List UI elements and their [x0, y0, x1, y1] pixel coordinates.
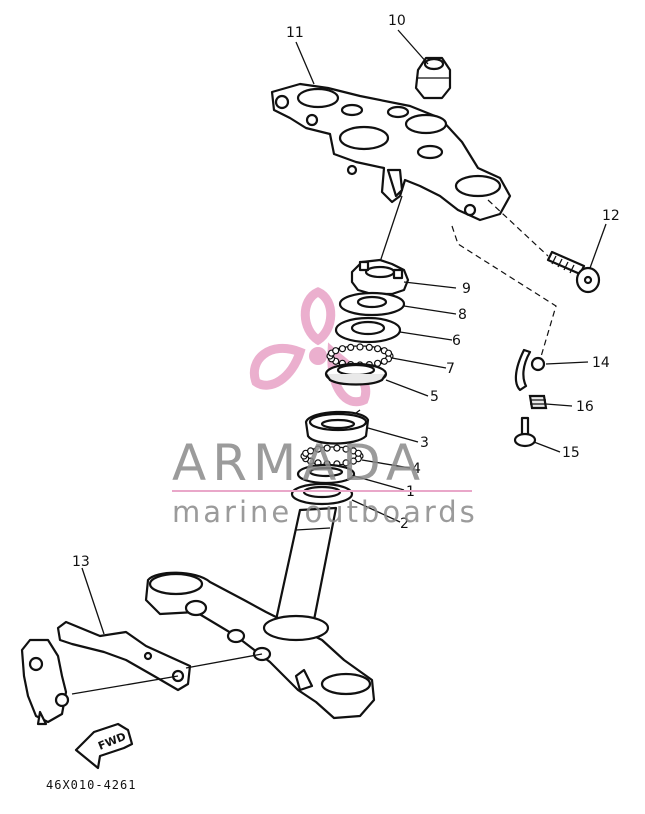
bearing-ball [342, 459, 350, 467]
bearing-ball [307, 447, 315, 455]
assembly-line-plate-right [185, 653, 263, 669]
lower-race-part [304, 410, 370, 445]
callout-3: 3 [420, 435, 429, 451]
callout-9: 9 [462, 281, 471, 297]
lower-ball-bearing-part [300, 444, 364, 468]
bearing-cover-part [334, 316, 402, 344]
callout-4: 4 [412, 461, 421, 477]
callout-12: 12 [602, 208, 620, 224]
spring-part [528, 394, 548, 410]
callout-6: 6 [452, 333, 461, 349]
screw-part [513, 416, 537, 448]
dust-seal-part [296, 463, 356, 485]
watermark-brand: ARMADA [172, 434, 426, 492]
pinch-bolt-part [546, 250, 601, 294]
watermark-rule [172, 490, 472, 492]
bearing-ball [333, 444, 341, 452]
bearing-ball [374, 345, 382, 353]
upper-race-part [324, 362, 388, 386]
callout-14: 14 [592, 355, 610, 371]
assembly-line-clamp [451, 225, 557, 361]
assembly-line-plate [71, 675, 179, 695]
bearing-ball [365, 343, 373, 351]
callout-2: 2 [400, 516, 409, 532]
bearing-ball [332, 347, 340, 355]
bearing-ball [342, 445, 350, 453]
bearing-ball [356, 343, 364, 351]
side-fitting-part [20, 638, 70, 726]
callout-10: 10 [388, 13, 406, 29]
stem-center-line [379, 195, 403, 263]
callout-15: 15 [562, 445, 580, 461]
cap-nut-part [414, 56, 452, 100]
washer-part [338, 291, 406, 317]
callout-7: 7 [446, 361, 455, 377]
callout-8: 8 [458, 307, 467, 323]
callout-11: 11 [286, 25, 304, 41]
callout-13: 13 [72, 554, 90, 570]
callout-16: 16 [576, 399, 594, 415]
watermark: ARMADA marine outboards [172, 434, 478, 529]
bearing-ball [349, 457, 357, 465]
bracket-plate-part [56, 620, 192, 692]
callout-5: 5 [430, 389, 439, 405]
bearing-ball [384, 349, 393, 357]
lower-bracket-part [144, 571, 376, 720]
upper-bracket-part [270, 82, 512, 222]
bearing-ball [323, 444, 331, 452]
leader-lines [81, 29, 607, 635]
watermark-tagline: marine outboards [172, 495, 478, 529]
forward-arrow: FWD [74, 722, 134, 770]
bearing-race-part [290, 482, 354, 506]
bearing-ball [338, 345, 346, 353]
assembly-line-bolt [487, 199, 549, 257]
bearing-ball [354, 449, 362, 457]
bearing-ball [380, 357, 388, 365]
drawing-code: 46X010-4261 [46, 778, 137, 792]
callout-labels: 10 11 12 9 8 6 7 5 3 4 1 2 14 16 15 13 [72, 13, 620, 570]
ring-nut-part [350, 258, 410, 296]
cable-clamp-part [514, 348, 546, 392]
bearing-ball [347, 343, 355, 351]
bearing-ball [314, 445, 322, 453]
